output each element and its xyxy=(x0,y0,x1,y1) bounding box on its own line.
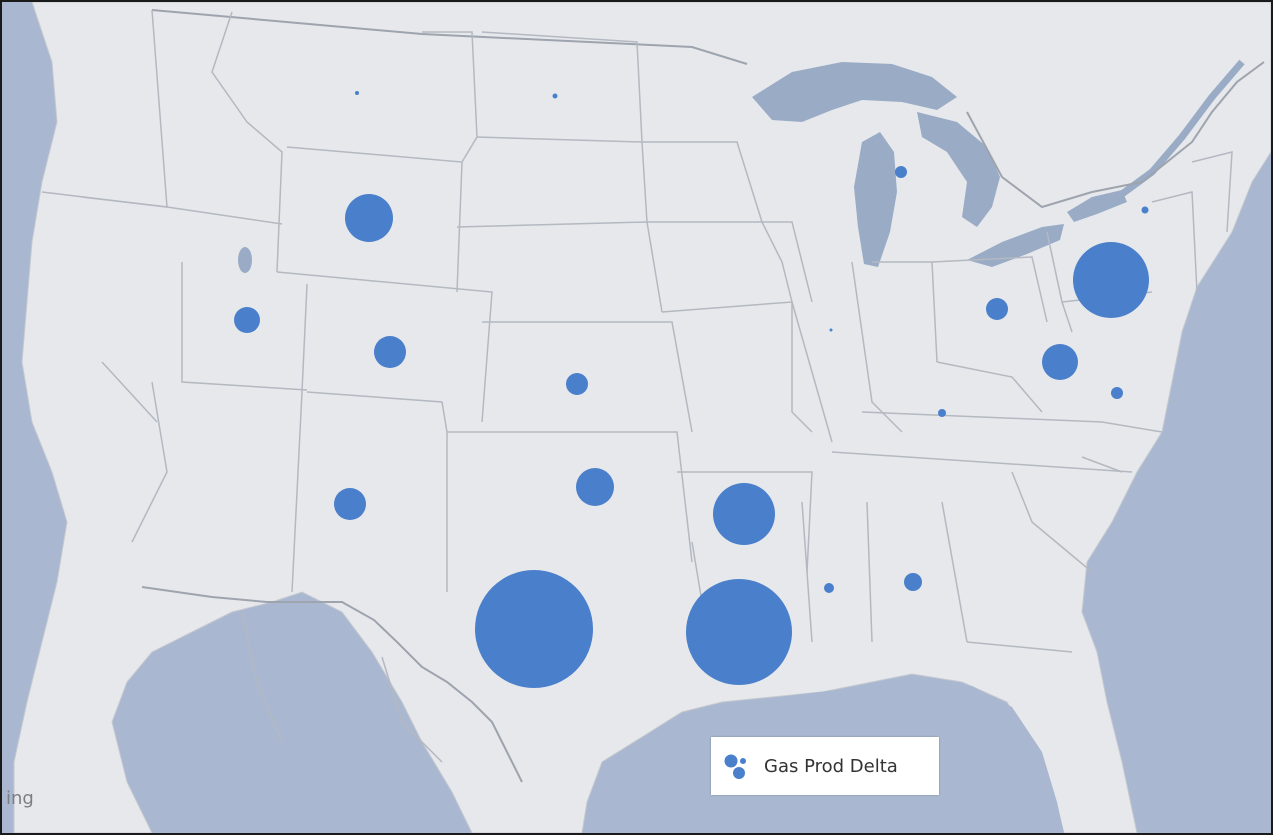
marker-layer xyxy=(234,91,1149,688)
map-attribution: ing xyxy=(6,788,34,809)
bubble-cluster-icon xyxy=(724,754,746,779)
marker-al[interactable] xyxy=(904,573,922,591)
marker-ok[interactable] xyxy=(576,468,614,506)
lake-huron xyxy=(917,112,1000,227)
great-salt-lake xyxy=(238,247,252,273)
mexico-border xyxy=(141,586,523,783)
map-legend: Gas Prod Delta xyxy=(711,737,939,795)
marker-oh[interactable] xyxy=(986,298,1008,320)
canada-border xyxy=(151,9,1265,209)
marker-mi[interactable] xyxy=(895,166,907,178)
marker-ks[interactable] xyxy=(566,373,588,395)
marker-nd[interactable] xyxy=(552,93,558,99)
marker-mt[interactable] xyxy=(355,91,359,95)
marker-ky[interactable] xyxy=(938,409,946,417)
marker-wy[interactable] xyxy=(345,194,393,242)
marker-ny[interactable] xyxy=(1141,206,1149,214)
marker-ms[interactable] xyxy=(824,583,834,593)
lake-ontario xyxy=(1067,190,1127,222)
marker-ar[interactable] xyxy=(713,483,775,545)
marker-il[interactable] xyxy=(829,328,833,332)
marker-ut[interactable] xyxy=(234,307,260,333)
marker-co[interactable] xyxy=(374,336,406,368)
lake-superior xyxy=(752,62,957,122)
marker-wv[interactable] xyxy=(1042,344,1078,380)
state-borders xyxy=(41,9,1233,763)
marker-va[interactable] xyxy=(1111,387,1123,399)
marker-pa[interactable] xyxy=(1073,242,1149,318)
marker-tx[interactable] xyxy=(475,570,593,688)
lake-erie xyxy=(967,224,1064,267)
marker-la[interactable] xyxy=(686,579,792,685)
marker-nm[interactable] xyxy=(334,488,366,520)
lake-michigan xyxy=(854,132,897,267)
st-lawrence xyxy=(1119,59,1245,197)
landmass xyxy=(13,2,1271,833)
legend-label: Gas Prod Delta xyxy=(764,755,898,777)
